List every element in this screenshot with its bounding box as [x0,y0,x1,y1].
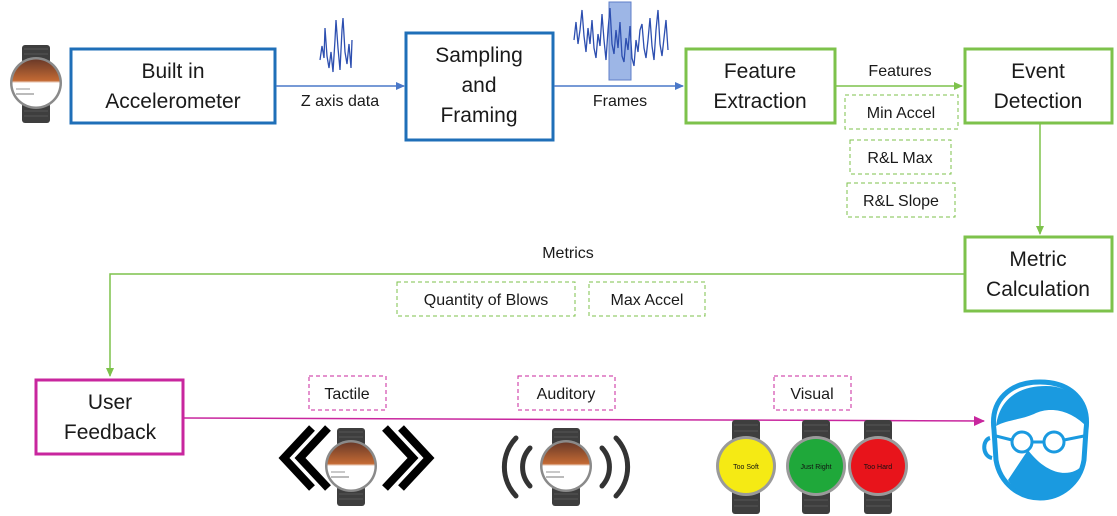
accelerometer-label-1: Built in [141,60,204,83]
metrics-label: Metrics [542,245,594,262]
feature-extraction-box: Feature Extraction [684,47,837,125]
sampling-label-3: Framing [440,104,517,127]
metric-calculation-label-2: Calculation [986,278,1090,301]
metric-max-accel-label: Max Accel [611,292,684,309]
feature-min-accel-label: Min Accel [867,105,935,122]
visual-watch-2: Too Hard [847,419,909,515]
sound-waves-icon [501,435,631,499]
user-face-icon [982,379,1089,501]
feedback-arrow [183,415,985,426]
user-feedback-label-2: Feedback [64,421,157,444]
vibration-chevrons-icon [278,425,435,491]
auditory-mode: Auditory [517,375,616,411]
metric-quantity-label: Quantity of Blows [424,292,549,309]
user-feedback-label-1: User [88,391,132,414]
visual-label: Visual [790,386,833,403]
frames-signal [573,7,669,67]
auditory-watch-icon [539,427,593,507]
accelerometer-label-2: Accelerometer [105,90,240,113]
sampling-label-1: Sampling [435,44,523,67]
visual-watch-text: Just Right [800,464,831,471]
visual-watch-face [789,439,843,493]
metric-quantity-of-blows: Quantity of Blows [396,281,576,317]
visual-mode: Visual [773,375,852,411]
visual-watch-text: Too Soft [733,464,759,471]
user-feedback-box: User Feedback [34,378,185,456]
feature-min-accel: Min Accel [844,94,959,130]
event-detection-box: Event Detection [963,47,1114,125]
feature-rl-max: R&L Max [849,139,952,175]
tactile-label: Tactile [324,386,369,403]
feature-rl-slope-label: R&L Slope [863,193,939,210]
visual-watch-text: Too Hard [864,464,893,471]
event-detection-label-1: Event [1011,60,1065,83]
metrics-arrow [106,273,964,377]
visual-watch-1: Just Right [785,419,847,515]
feature-extraction-label-1: Feature [724,60,796,83]
tactile-mode: Tactile [308,375,387,411]
metric-calculation-label-1: Metric [1009,248,1066,271]
smartwatch-icon [9,44,63,124]
sampling-label-2: and [461,74,496,97]
accelerometer-box: Built in Accelerometer [69,47,277,125]
visual-watch-0: Too Soft [715,419,777,515]
visual-watch-face [719,439,773,493]
feature-rl-max-label: R&L Max [867,150,932,167]
event-detection-label-2: Detection [994,90,1083,113]
z-axis-label: Z axis data [301,93,379,110]
features-label: Features [868,63,931,80]
visual-watch-face [851,439,905,493]
sampling-box: Sampling and Framing [404,31,555,142]
metric-calculation-box: Metric Calculation [963,235,1114,313]
tactile-watch-icon [324,427,378,507]
feature-rl-slope: R&L Slope [846,182,956,218]
visual-watches: Too Soft Just Right Too Hard [715,419,909,515]
feature-extraction-label-2: Extraction [713,90,806,113]
metric-max-accel: Max Accel [588,281,706,317]
frames-label: Frames [593,93,647,110]
auditory-label: Auditory [537,386,596,403]
z-axis-signal [319,17,353,73]
